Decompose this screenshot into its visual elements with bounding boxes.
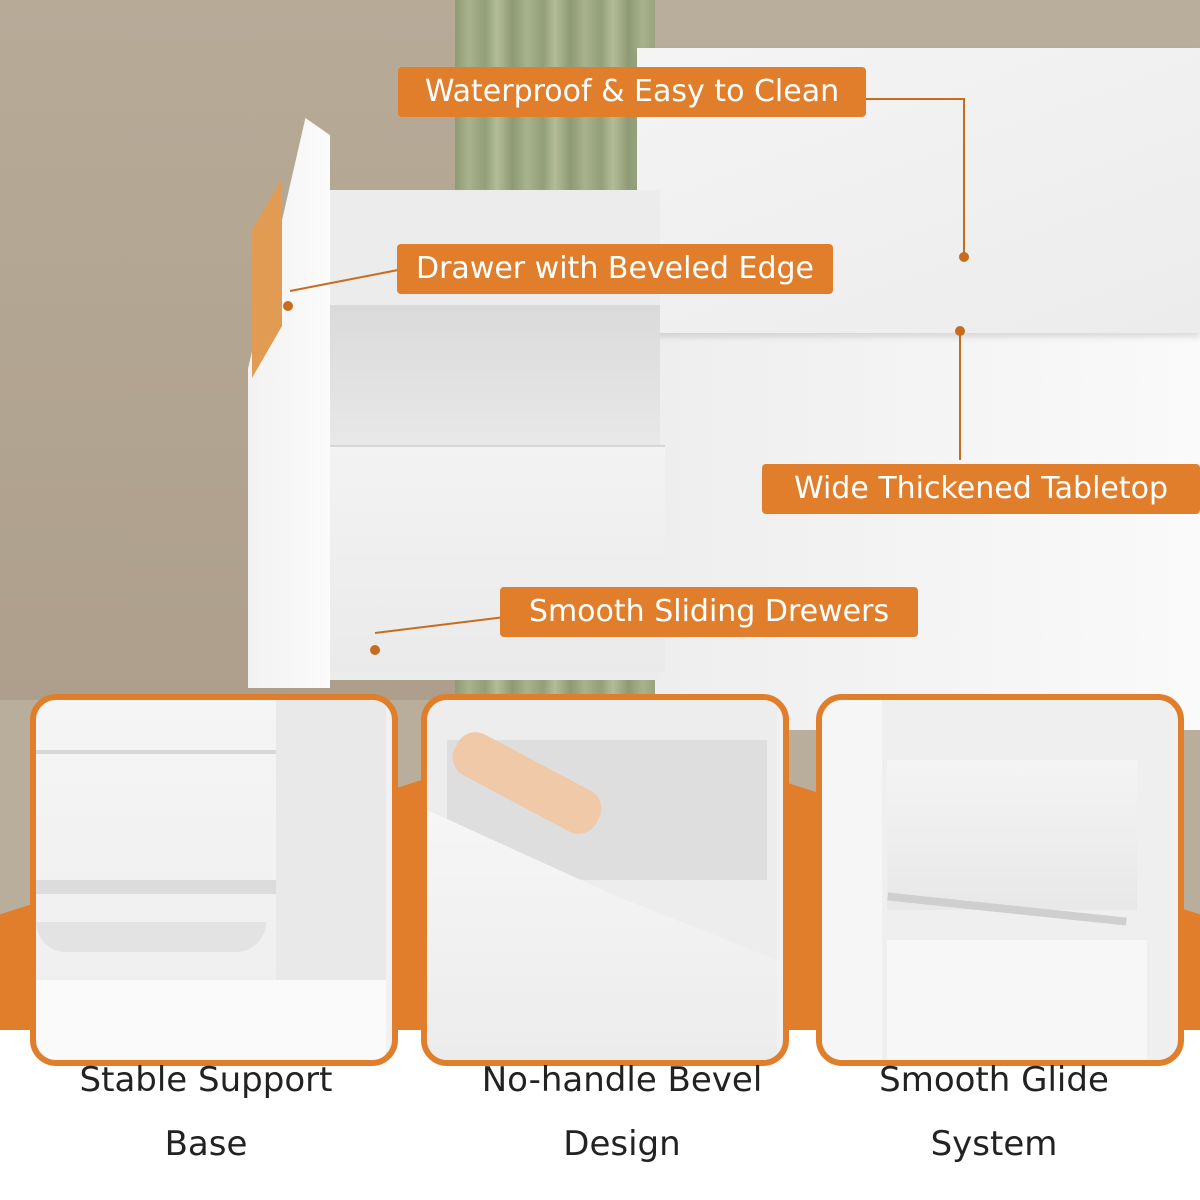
- caption-line: System: [930, 1124, 1058, 1164]
- cabinet-body: [655, 330, 1200, 730]
- caption-glide-system: Smooth Glide System: [804, 1048, 1184, 1176]
- caption-line: Design: [563, 1124, 681, 1164]
- glide-system-photo: [822, 700, 1178, 1060]
- feature-card-support-base: [30, 694, 398, 1066]
- leader-line: [959, 332, 961, 460]
- caption-line: Smooth Glide: [879, 1060, 1109, 1100]
- leader-line: [963, 98, 965, 256]
- leader-dot: [283, 301, 293, 311]
- leader-dot: [955, 326, 965, 336]
- caption-line: Base: [164, 1124, 248, 1164]
- drawer-interior: [290, 305, 660, 455]
- leader-dot: [959, 252, 969, 262]
- callout-sliding-drawers: Smooth Sliding Drewers: [500, 587, 918, 637]
- caption-support-base: Stable Support Base: [16, 1048, 396, 1176]
- leader-line: [865, 98, 965, 100]
- support-base-photo: [36, 700, 392, 1060]
- feature-card-bevel-design: [421, 694, 789, 1066]
- caption-line: Stable Support: [79, 1060, 333, 1100]
- caption-bevel-design: No-handle Bevel Design: [432, 1048, 812, 1176]
- feature-card-glide-system: [816, 694, 1184, 1066]
- bevel-design-photo: [427, 700, 783, 1060]
- caption-line: No-handle Bevel: [481, 1060, 763, 1100]
- callout-beveled-edge: Drawer with Beveled Edge: [397, 244, 833, 294]
- callout-waterproof: Waterproof & Easy to Clean: [398, 67, 866, 117]
- callout-tabletop: Wide Thickened Tabletop: [762, 464, 1200, 514]
- leader-dot: [370, 645, 380, 655]
